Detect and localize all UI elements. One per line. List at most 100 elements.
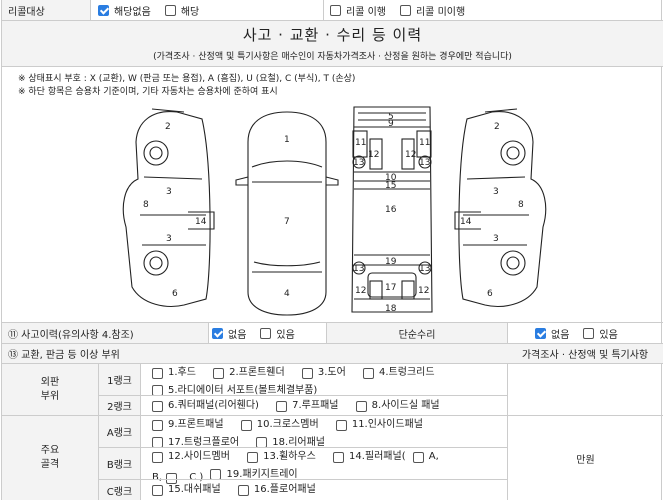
part-checkbox[interactable] <box>333 451 344 463</box>
recall-yes-option[interactable]: 해당 <box>164 3 199 18</box>
accident-yes-option[interactable]: 있음 <box>260 326 295 341</box>
part-option[interactable]: 10.크로스멤버 <box>240 418 319 432</box>
rank-label: 2랭크 <box>99 396 140 416</box>
part-label: 9.프론트패널 <box>168 419 224 430</box>
car-top-view: 1 7 4 <box>235 111 339 316</box>
part-option[interactable]: 16.플로어패널 <box>237 483 316 497</box>
diagram-num: 16 <box>385 205 397 215</box>
part-option[interactable]: 7.루프패널 <box>276 399 338 413</box>
part-option[interactable]: 15.대쉬패널 <box>152 483 221 497</box>
part-option[interactable]: 4.트렁크리드 <box>363 366 435 380</box>
group-main-frame: 주요 골격 <box>2 416 98 500</box>
diagram-num: 11 <box>419 138 430 148</box>
recall-notdone-option[interactable]: 리콜 미이행 <box>399 3 465 18</box>
part-checkbox[interactable] <box>152 484 163 496</box>
diagram-num: 1 <box>284 135 290 145</box>
part-checkbox[interactable] <box>247 451 259 463</box>
accident-none-option[interactable]: 없음 <box>212 326 246 341</box>
diagram-num: 11 <box>355 138 366 148</box>
recall-notdone-checkbox[interactable] <box>399 4 411 16</box>
diagram-num: 3 <box>493 187 499 197</box>
recall-yes-checkbox[interactable] <box>164 4 176 16</box>
accident-yes-checkbox[interactable] <box>260 327 272 339</box>
pillar-c-option[interactable]: C ) <box>189 471 203 485</box>
price-header-label: 가격조사 · 산정액 및 특기사항 <box>521 350 649 361</box>
simple-yes-option[interactable]: 있음 <box>583 326 618 341</box>
diagram-num: 8 <box>143 200 149 210</box>
part-label: 13.휠하우스 <box>263 451 316 462</box>
part-option[interactable]: 1.후드 <box>152 366 196 380</box>
recall-none-checkbox[interactable] <box>98 4 109 16</box>
simple-none-label: 없음 <box>551 329 570 341</box>
part-checkbox[interactable] <box>213 367 225 379</box>
diagram-num: 6 <box>487 289 493 299</box>
part-checkbox[interactable] <box>363 367 375 379</box>
part-option[interactable]: 12.사이드멤버 <box>152 450 230 464</box>
diagram-num: 19 <box>385 257 397 267</box>
diagram-section: ※ 상태표시 부호 : X (교환), W (판금 또는 용접), A (흠집)… <box>2 67 663 323</box>
recall-done-label: 리콜 이행 <box>346 6 386 18</box>
part-checkbox[interactable] <box>152 367 163 379</box>
part-label: 10.크로스멤버 <box>256 419 319 430</box>
part-option[interactable]: 11.인사이드패널 <box>335 418 423 432</box>
recall-label: 리콜대상 <box>8 6 45 18</box>
accident-none-checkbox[interactable] <box>212 327 223 339</box>
recall-done-option[interactable]: 리콜 이행 <box>330 3 386 18</box>
pillar-a-option[interactable]: A, <box>412 450 439 464</box>
part-option[interactable]: 2.프론트휀더 <box>213 366 285 380</box>
diagram-num: 13 <box>353 158 364 168</box>
recall-none-label: 해당없음 <box>114 6 151 18</box>
part-checkbox[interactable] <box>301 367 313 379</box>
rank-label: B랭크 <box>99 448 140 480</box>
part-option[interactable]: 13.휠하우스 <box>247 450 316 464</box>
recall-done-checkbox[interactable] <box>330 4 341 16</box>
part-checkbox[interactable] <box>237 484 249 496</box>
diagram-num: 4 <box>284 289 290 299</box>
car-underbody-view: 5 9 11 11 12 12 13 13 10 15 16 19 13 13 … <box>351 106 433 314</box>
part-option[interactable]: 14.필러패널( <box>333 450 406 464</box>
accident-yes-label: 있음 <box>276 329 295 341</box>
part-checkbox[interactable] <box>152 419 163 431</box>
simple-repair-label: 단순수리 <box>398 329 436 341</box>
diagram-num: 18 <box>385 304 397 314</box>
rank-label: A랭크 <box>99 416 140 448</box>
recall-none-option[interactable]: 해당없음 <box>98 3 151 18</box>
accident-label-cell: ⑪ 사고이력(유의사항 4.참조) <box>2 323 208 343</box>
diagram-num: 3 <box>493 234 499 244</box>
diagram-num: 5 <box>388 112 394 122</box>
part-checkbox[interactable] <box>152 451 163 463</box>
part-label: 7.루프패널 <box>292 400 339 411</box>
pillar-a-checkbox[interactable] <box>412 451 424 463</box>
part-checkbox[interactable] <box>240 419 252 431</box>
simple-none-option[interactable]: 없음 <box>535 326 569 341</box>
part-checkbox[interactable] <box>276 400 288 412</box>
parts-table: 외판 부위 주요 골격 1랭크 2랭크 A랭크 B랭크 C랭크 1.후드 2.프… <box>2 364 663 500</box>
price-header-cell: 가격조사 · 산정액 및 특기사항 <box>507 344 663 363</box>
diagram-num: 12 <box>418 286 429 296</box>
simple-none-checkbox[interactable] <box>535 327 546 339</box>
part-label: 5.라디에이터 서포트(볼트체결부품) <box>168 384 318 396</box>
part-checkbox[interactable] <box>355 400 367 412</box>
part-label: 3.도어 <box>317 367 346 378</box>
part-checkbox[interactable] <box>152 400 163 412</box>
recall-row: 리콜대상 해당없음 해당 리콜 이행 리콜 미이행 <box>2 0 663 21</box>
part-checkbox[interactable] <box>335 419 347 431</box>
part-option[interactable]: 6.쿼터패널(리어휀다) <box>152 399 259 413</box>
part-option[interactable]: 8.사이드실 패널 <box>355 399 440 413</box>
pillar-c-label: C ) <box>189 472 204 483</box>
part-option[interactable]: 9.프론트패널 <box>152 418 224 432</box>
diagram-num: 12 <box>405 150 416 160</box>
diagram-num: 13 <box>353 264 364 274</box>
simple-repair-label-cell: 단순수리 <box>327 323 507 343</box>
part-option[interactable]: 3.도어 <box>301 366 346 380</box>
legend-line-1: ※ 상태표시 부호 : X (교환), W (판금 또는 용접), A (흠집)… <box>18 74 356 84</box>
history-title-row: 사고 · 교환 · 수리 등 이력 (가격조사 · 산정액 및 특기사항은 매수… <box>2 21 663 67</box>
part-label: 18.리어패널 <box>272 436 326 448</box>
simple-yes-checkbox[interactable] <box>583 327 595 339</box>
accident-label: ⑪ 사고이력(유의사항 4.참조) <box>8 329 134 341</box>
diagram-num: 6 <box>172 289 178 299</box>
price-unit-cell[interactable]: 만원 <box>508 416 663 500</box>
pillar-b-option[interactable]: B, <box>152 471 182 485</box>
pillar-b-checkbox[interactable] <box>166 472 178 484</box>
rank-2-items: 6.쿼터패널(리어휀다) 7.루프패널 8.사이드실 패널 <box>152 399 502 417</box>
